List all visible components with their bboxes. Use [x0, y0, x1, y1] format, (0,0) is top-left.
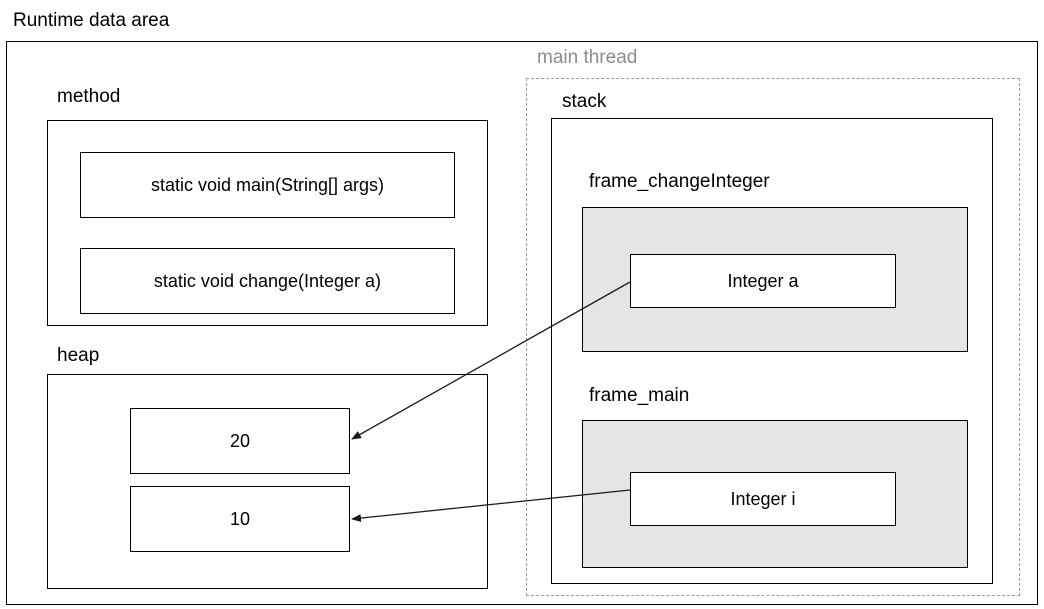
frame-variable-integer-a: Integer a [630, 254, 896, 308]
heap-area-label: heap [57, 345, 100, 366]
page-title: Runtime data area [13, 10, 170, 31]
heap-object-20: 20 [130, 408, 350, 474]
method-entry-main: static void main(String[] args) [80, 152, 455, 218]
heap-object-10: 10 [130, 486, 350, 552]
runtime-data-area-container [6, 41, 1038, 605]
frame-changeinteger-label: frame_changeInteger [589, 171, 770, 192]
frame-main-label: frame_main [589, 385, 690, 406]
method-entry-change: static void change(Integer a) [80, 248, 455, 314]
heap-area-box [47, 374, 488, 589]
main-thread-label: main thread [537, 47, 638, 68]
method-area-box [47, 120, 488, 326]
method-area-label: method [57, 86, 121, 107]
stack-label: stack [562, 91, 607, 112]
frame-variable-integer-i: Integer i [630, 472, 896, 526]
